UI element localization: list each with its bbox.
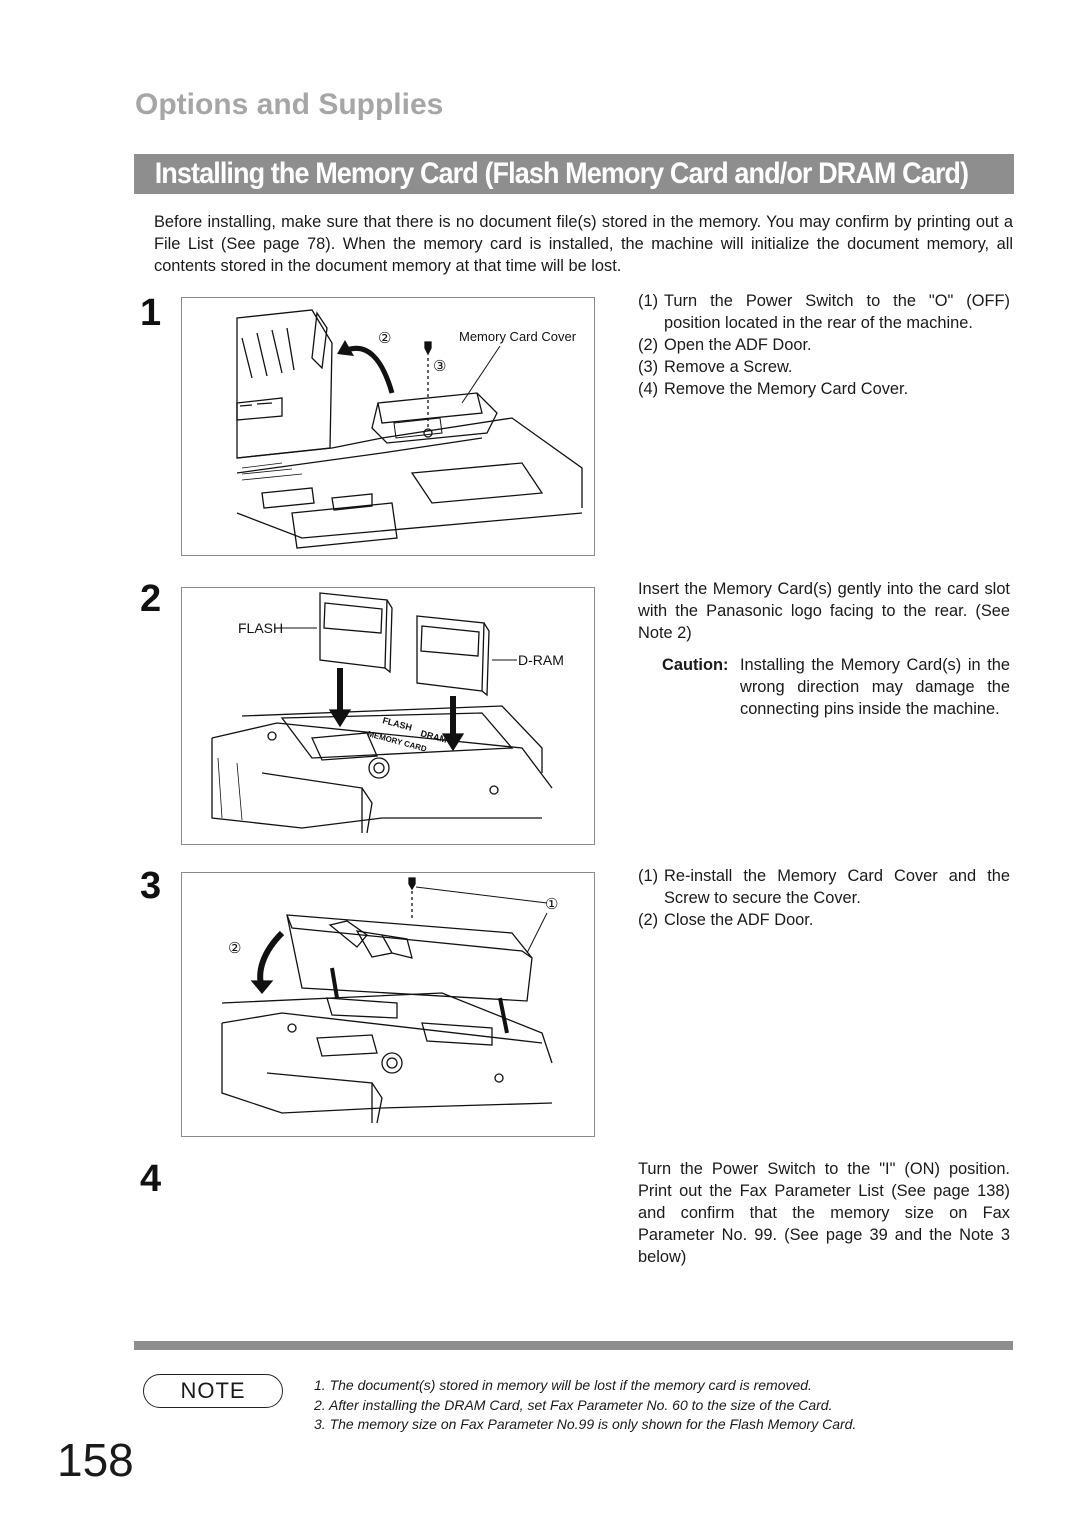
page-title: Installing the Memory Card (Flash Memory…	[154, 157, 969, 190]
note-item: 1. The document(s) stored in memory will…	[314, 1377, 812, 1393]
step-1-item: (1)Turn the Power Switch to the "O" (OFF…	[638, 292, 1010, 332]
caution-text: Installing the Memory Card(s) in the wro…	[740, 656, 1010, 718]
slot-memory-card-label: MEMORY CARD	[366, 729, 427, 754]
step-1-number: 1	[140, 292, 162, 334]
callout-1: ①	[545, 896, 558, 913]
step-2-number: 2	[140, 578, 162, 620]
page-title-bar: Installing the Memory Card (Flash Memory…	[134, 154, 1014, 194]
caution-label: Caution:	[662, 656, 729, 674]
slot-flash-label: FLASH	[381, 715, 413, 732]
step-4-text: Turn the Power Switch to the "I" (ON) po…	[638, 1160, 1010, 1266]
note-badge: NOTE	[143, 1374, 283, 1408]
step-2-instructions: Insert the Memory Card(s) gently into th…	[638, 578, 1010, 720]
step-1-item: (4)Remove the Memory Card Cover.	[638, 380, 909, 398]
step-1-instructions: (1)Turn the Power Switch to the "O" (OFF…	[638, 290, 1010, 400]
flash-label: FLASH	[238, 620, 283, 636]
page-number: 158	[57, 1434, 134, 1486]
step-4-number: 4	[140, 1158, 162, 1200]
callout-2: ②	[228, 940, 241, 957]
note-item: 2. After installing the DRAM Card, set F…	[314, 1396, 833, 1413]
section-header: Options and Supplies	[135, 88, 444, 121]
step-2-figure: FLASH D-RAM FLASH DRAM MEMORY CARD	[181, 587, 595, 845]
memory-card-cover-label: Memory Card Cover	[459, 329, 577, 344]
caution-block: Caution: Installing the Memory Card(s) i…	[638, 654, 1010, 720]
step-1-figure: ② ③ Memory Card Cover	[181, 297, 595, 556]
step-2-text: Insert the Memory Card(s) gently into th…	[638, 580, 1010, 642]
intro-paragraph: Before installing, make sure that there …	[154, 213, 1013, 275]
dram-label: D-RAM	[518, 652, 564, 668]
step-3-item: (2)Close the ADF Door.	[638, 911, 814, 929]
step-3-figure: ① ②	[181, 872, 595, 1137]
notes-list: 1. The document(s) stored in memory will…	[314, 1376, 856, 1435]
callout-2: ②	[378, 330, 391, 347]
note-divider	[134, 1341, 1013, 1350]
step-1-item: (2)Open the ADF Door.	[638, 336, 812, 354]
slot-dram-label: DRAM	[419, 728, 448, 745]
step-3-instructions: (1)Re-install the Memory Card Cover and …	[638, 865, 1010, 931]
step-1-item: (3)Remove a Screw.	[638, 358, 793, 376]
callout-3: ③	[433, 358, 446, 375]
step-3-item: (1)Re-install the Memory Card Cover and …	[638, 867, 1010, 907]
step-3-number: 3	[140, 865, 162, 907]
note-item: 3. The memory size on Fax Parameter No.9…	[314, 1416, 857, 1432]
